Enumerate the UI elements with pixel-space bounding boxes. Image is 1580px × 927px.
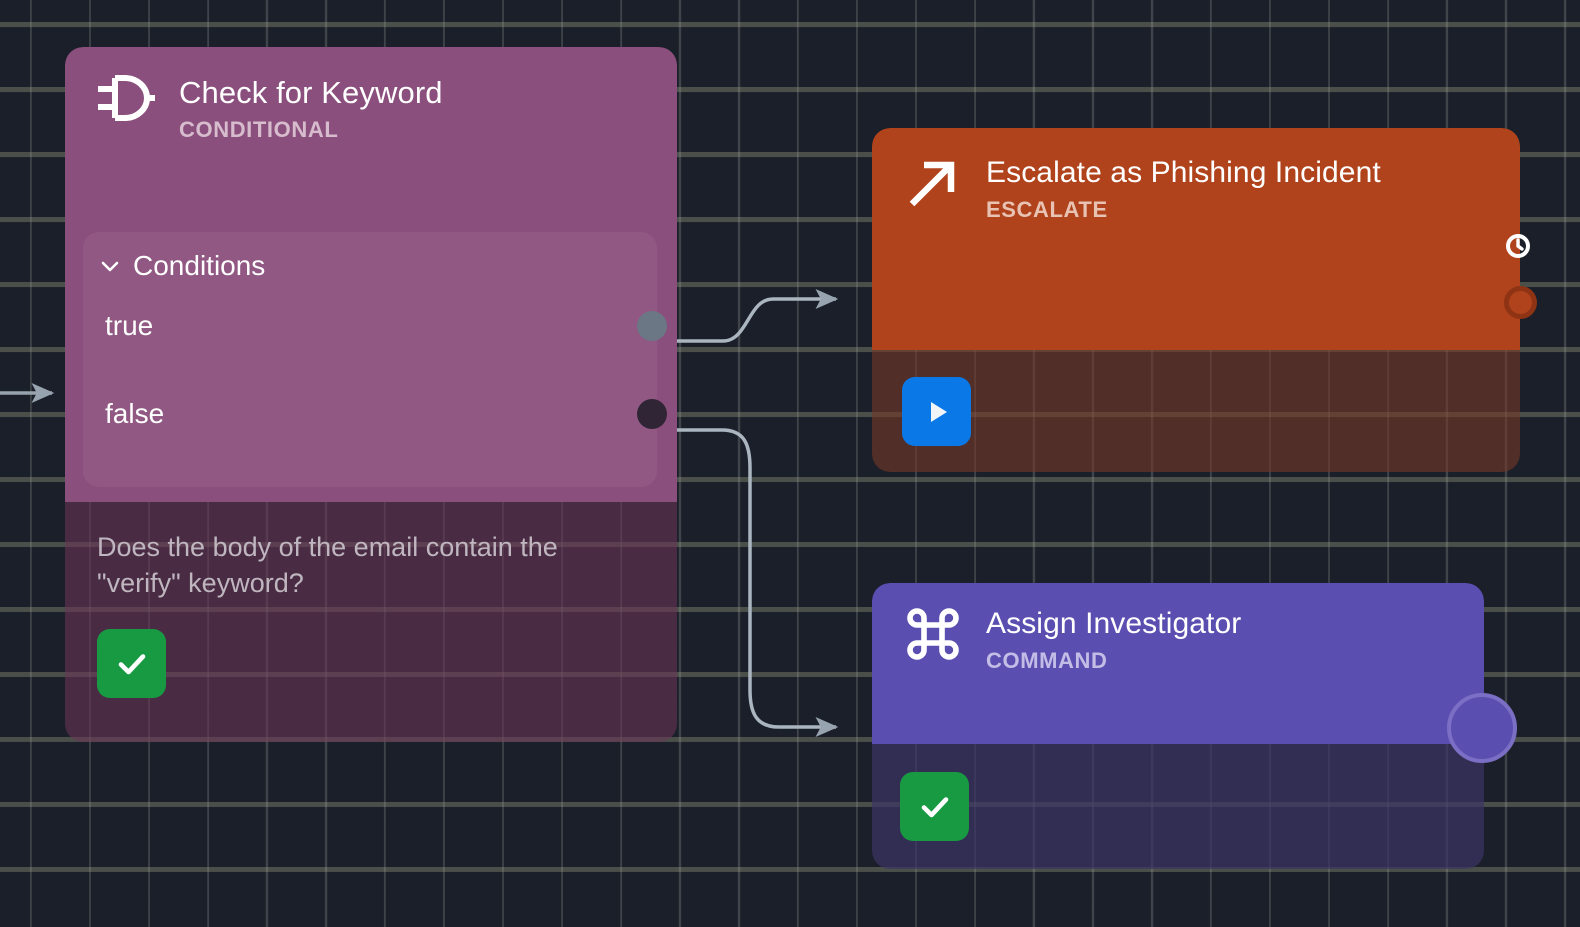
node-check-for-keyword[interactable]: Check for Keyword CONDITIONAL Conditions [65,47,677,742]
node-subtitle: ESCALATE [986,196,1108,222]
chevron-down-icon[interactable] [97,253,123,279]
conditions-header[interactable]: Conditions [83,250,657,282]
clock-icon [1504,232,1532,260]
node-title: Escalate as Phishing Incident [986,156,1381,189]
logic-gate-icon [95,73,157,123]
run-play-button[interactable] [902,377,971,446]
node-title: Check for Keyword [179,75,443,110]
condition-label: true [105,310,154,341]
arrow-up-right-icon [902,154,964,212]
output-port-true[interactable] [637,311,667,341]
condition-row-false[interactable]: false [83,370,667,458]
output-port[interactable] [1504,286,1537,319]
status-check-button[interactable] [97,629,166,699]
conditions-panel[interactable]: Conditions true false [83,232,667,487]
node-header[interactable]: Check for Keyword CONDITIONAL Conditions [65,47,677,502]
condition-label: false [105,398,165,429]
node-escalate-as-phishing-incident[interactable]: Escalate as Phishing Incident ESCALATE [872,128,1537,472]
node-title: Assign Investigator [986,607,1242,640]
node-description: Does the body of the email contain the "… [97,532,558,598]
node-subtitle: COMMAND [986,647,1108,673]
condition-row-true[interactable]: true [83,282,667,370]
node-assign-investigator[interactable]: Assign Investigator COMMAND [872,583,1517,869]
node-subtitle: CONDITIONAL [179,116,339,142]
node-body [872,350,1520,472]
output-port[interactable] [1447,693,1517,763]
output-port-false[interactable] [637,399,667,429]
node-header[interactable]: Escalate as Phishing Incident ESCALATE [872,128,1520,350]
status-check-button[interactable] [900,772,969,841]
node-header[interactable]: Assign Investigator COMMAND [872,583,1484,744]
conditions-label: Conditions [133,250,266,281]
command-icon [902,605,964,663]
node-body: Does the body of the email contain the "… [65,502,677,742]
node-body [872,744,1484,869]
